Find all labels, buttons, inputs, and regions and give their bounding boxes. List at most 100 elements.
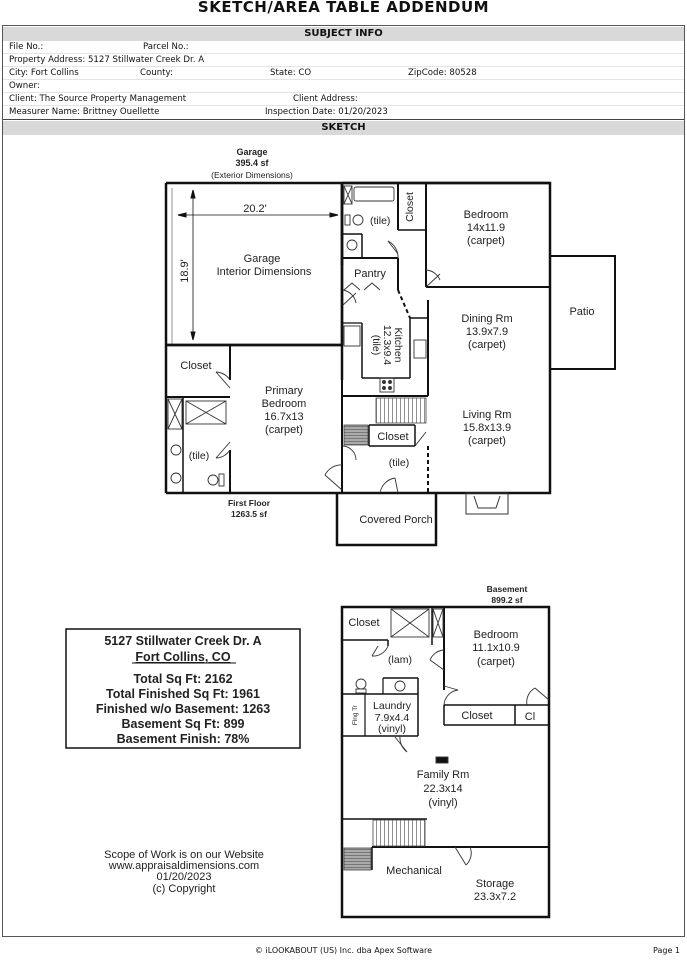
laundry-floor: (vinyl) — [378, 723, 406, 735]
fixtures-basement — [355, 608, 550, 866]
summary-box — [65, 628, 301, 749]
first-floor-area: 1263.5 sf — [231, 509, 267, 519]
fixtures-first-floor — [167, 185, 427, 487]
file-no: File No.: — [9, 42, 44, 52]
parcel-no: Parcel No.: — [143, 42, 189, 52]
first-floor-title: First Floor — [228, 498, 271, 508]
zipcode: ZipCode: 80528 — [408, 68, 477, 78]
county: County: — [140, 68, 173, 78]
pantry-label: Pantry — [354, 268, 386, 280]
primary-dims: 16.7x13 — [264, 411, 303, 423]
living-name: Living Rm — [463, 409, 512, 421]
client: Client: The Source Property Management — [9, 94, 187, 104]
summary-line-basement-finish: Basement Finish: 78% — [117, 732, 250, 746]
stairs-upper — [375, 397, 427, 424]
footer-copyright: © iLOOKABOUT (US) Inc. dba Apex Software — [254, 946, 433, 955]
note-scope: Scope of Work is on our Website — [104, 849, 264, 861]
summary-address: 5127 Stillwater Creek Dr. A — [104, 634, 261, 648]
summary-city: Fort Collins, CO — [135, 650, 230, 664]
basement-bedroom-dims: 11.1x10.9 — [472, 642, 520, 654]
basement-closet-1: Closet — [348, 617, 379, 629]
storage-name: Storage — [476, 878, 515, 890]
dining-dims: 13.9x7.9 — [466, 326, 508, 338]
storage-dims: 23.3x7.2 — [474, 891, 516, 903]
bath-primary-floor: (tile) — [189, 450, 209, 462]
measurer: Measurer Name: Brittney Ouellette — [9, 107, 160, 117]
laundry-dims: 7.9x4.4 — [375, 712, 410, 724]
row-file: File No.: Parcel No.: — [3, 41, 684, 54]
basement-fixture-label: Flng Tr — [352, 704, 359, 725]
summary-line-total: Total Sq Ft: 2162 — [133, 672, 232, 686]
family-name: Family Rm — [417, 769, 470, 781]
note-date: 01/20/2023 — [156, 871, 211, 883]
garage-depth-dim: 18.9' — [179, 259, 191, 283]
garage-sublabel: Interior Dimensions — [217, 266, 312, 278]
patio-label: Patio — [569, 306, 594, 318]
garage-area: 395.4 sf — [235, 158, 269, 168]
basement-bath-floor: (lam) — [388, 654, 412, 666]
basement-bedroom-floor: (carpet) — [477, 656, 515, 668]
client-address: Client Address: — [293, 94, 358, 104]
page-title: SKETCH/AREA TABLE ADDENDUM — [197, 0, 490, 16]
kitchen-name: Kitchen — [392, 327, 404, 362]
kitchen-dims: 12.3x9.4 — [381, 325, 393, 365]
living-floor: (carpet) — [468, 435, 506, 447]
bath-upper-floor: (tile) — [370, 215, 390, 227]
fireplace — [465, 492, 509, 515]
summary-line-finished-wo-basement: Finished w/o Basement: 1263 — [96, 702, 270, 716]
property-address: Property Address: 5127 Stillwater Creek … — [9, 55, 205, 65]
family-floor: (vinyl) — [428, 797, 457, 809]
row-city: City: Fort Collins County: State: CO Zip… — [3, 67, 684, 80]
note-website: www.appraisaldimensions.com — [108, 860, 259, 872]
laundry-name: Laundry — [373, 700, 412, 712]
city: City: Fort Collins — [9, 68, 79, 78]
garage-label: Garage — [244, 253, 281, 265]
basement-stairs-upper — [372, 819, 426, 847]
row-client: Client: The Source Property Management C… — [3, 93, 684, 106]
basement-stairs-lower — [343, 847, 372, 871]
inspection-date: Inspection Date: 01/20/2023 — [265, 107, 388, 117]
primary-floor: (carpet) — [265, 424, 303, 436]
state: State: CO — [270, 68, 312, 78]
subject-info-heading: SUBJECT INFO — [3, 27, 684, 41]
basement-closet-2: Closet — [461, 710, 492, 722]
divider — [3, 119, 684, 120]
doors-first-floor — [215, 240, 441, 494]
sketch-heading: SKETCH — [3, 121, 684, 135]
bedroom-name: Bedroom — [464, 209, 509, 221]
stairs-lower — [343, 424, 369, 446]
closet-primary-label: Closet — [180, 360, 211, 372]
closet-upper-label: Closet — [404, 192, 416, 222]
basement-title: Basement — [487, 584, 528, 594]
addendum-frame — [2, 25, 685, 937]
entry-floor: (tile) — [389, 457, 409, 469]
patio — [549, 255, 616, 370]
basement-walls — [340, 605, 551, 919]
kitchen-floor: (tile) — [370, 335, 382, 355]
living-dims: 15.8x13.9 — [463, 422, 511, 434]
summary-line-finished: Total Finished Sq Ft: 1961 — [106, 687, 260, 701]
dining-floor: (carpet) — [468, 339, 506, 351]
note-copyright: (c) Copyright — [153, 883, 216, 895]
garage-note: (Exterior Dimensions) — [211, 170, 293, 180]
porch-label: Covered Porch — [359, 514, 432, 526]
bedroom-floor: (carpet) — [467, 235, 505, 247]
bedroom-dims: 14x11.9 — [467, 222, 505, 234]
owner: Owner: — [9, 81, 40, 91]
garage-title: Garage — [236, 147, 267, 157]
basement-area: 899.2 sf — [491, 595, 522, 605]
family-dims: 22.3x14 — [423, 783, 462, 795]
mechanical-label: Mechanical — [386, 865, 442, 877]
garage-width-dim: 20.2' — [243, 203, 267, 215]
garage-labels: Garage 395.4 sf (Exterior Dimensions) — [211, 147, 293, 180]
row-owner: Owner: — [3, 80, 684, 93]
row-address: Property Address: 5127 Stillwater Creek … — [3, 54, 684, 67]
primary-name-2: Bedroom — [262, 398, 307, 410]
basement-cl: Cl — [525, 711, 535, 723]
kitchen-opening — [397, 289, 411, 319]
dining-name: Dining Rm — [461, 313, 512, 325]
closet-stair-label: Closet — [377, 431, 408, 443]
basement-bedroom-name: Bedroom — [474, 629, 519, 641]
row-measurer: Measurer Name: Brittney Ouellette Inspec… — [3, 106, 684, 119]
